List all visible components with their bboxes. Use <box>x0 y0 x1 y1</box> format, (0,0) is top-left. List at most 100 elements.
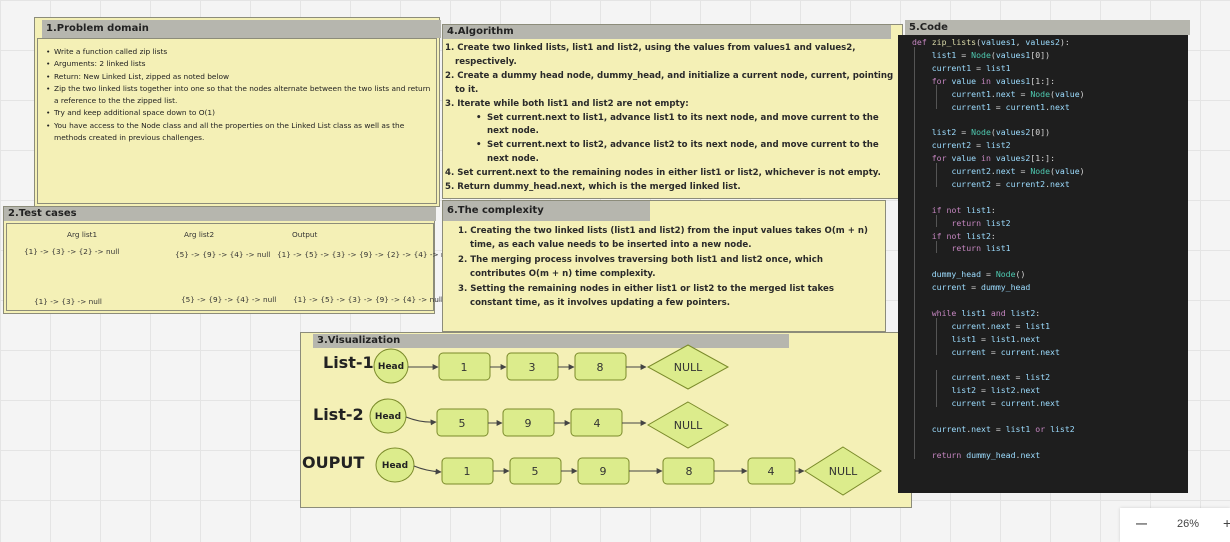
list-node-value: 5 <box>532 465 539 478</box>
code-line: list2 = Node(values2[0]) <box>931 127 1051 138</box>
test-cell: {1} -> {5} -> {3} -> {9} -> {2} -> {4} -… <box>277 250 455 259</box>
code-line: list2 = list2.next <box>951 385 1041 396</box>
null-node-label: NULL <box>674 361 703 374</box>
code-line: current1.next = Node(value) <box>951 88 1085 99</box>
complexity-title: 6.The complexity <box>443 201 650 221</box>
algorithm-title: 4.Algorithm <box>443 25 891 39</box>
code-line: if not list2: <box>931 230 996 241</box>
problem-domain-title: 1.Problem domain <box>42 20 441 38</box>
list-node-value: 8 <box>597 361 604 374</box>
indent-guide <box>936 370 937 407</box>
algorithm-step: 5. Return dummy_head.next, which is the … <box>445 182 741 193</box>
list-node-value: 1 <box>464 465 471 478</box>
edge-arrow <box>413 465 442 475</box>
code-title: 5.Code <box>905 20 1190 35</box>
visualization-frame: 3.Visualization List-1 Head 1 3 8 NULL L… <box>300 332 912 508</box>
indent-guide <box>936 241 937 253</box>
algorithm-substep: Set current.next to list1, advance list1… <box>445 112 901 140</box>
row-label-list1: List-1 <box>323 353 374 372</box>
code-line: current = current.next <box>951 398 1060 409</box>
list-node-value: 4 <box>768 465 775 478</box>
code-line: current.next = list1 <box>951 320 1051 331</box>
null-node <box>646 344 730 390</box>
indent-guide <box>936 215 937 227</box>
test-cell: {1} -> {3} -> {2} -> null <box>24 247 120 256</box>
problem-bullet: Arguments: 2 linked lists <box>44 58 436 71</box>
complexity-frame: 6.The complexity 1. Creating the two lin… <box>442 200 886 332</box>
algorithm-step: 3. Iterate while both list1 and list2 ar… <box>445 98 689 109</box>
code-line: for value in values1[1:]: <box>931 75 1056 86</box>
list-node-value: 5 <box>459 417 466 430</box>
code-line: current1 = current1.next <box>951 101 1070 112</box>
problem-bullet: Return: New Linked List, zipped as noted… <box>44 71 436 84</box>
algorithm-step: 4. Set current.next to the remaining nod… <box>445 168 881 179</box>
algorithm-step: 1. Create two linked lists, list1 and li… <box>445 43 856 67</box>
test-header-arg1: Arg list1 <box>67 230 98 239</box>
complexity-step: 3. Setting the remaining nodes in either… <box>458 283 834 309</box>
code-line: current2 = current2.next <box>951 178 1070 189</box>
null-node <box>804 446 882 496</box>
test-cases-title: 2.Test cases <box>4 207 436 221</box>
code-line: list1 = list1.next <box>951 333 1041 344</box>
code-line: if not list1: <box>931 204 996 215</box>
test-cell: {5} -> {9} -> {4} -> null <box>181 295 277 304</box>
code-line: list1 = Node(values1[0]) <box>931 49 1051 60</box>
head-node <box>369 398 407 434</box>
indent-guide <box>936 318 937 355</box>
list-node-value: 1 <box>461 361 468 374</box>
problem-domain-frame: 1.Problem domain Write a function called… <box>34 17 441 207</box>
code-line: return list1 <box>951 243 1011 254</box>
list-node-value: 4 <box>594 417 601 430</box>
indent-guide <box>936 85 937 109</box>
complexity-step: 2. The merging process involves traversi… <box>458 254 823 280</box>
zoom-control: — 26% + <box>1120 508 1230 542</box>
code-line: return dummy_head.next <box>931 449 1041 460</box>
problem-bullets: Write a function called zip lists Argume… <box>44 46 436 144</box>
head-node <box>375 447 415 483</box>
code-line: current.next = list2 <box>951 372 1051 383</box>
indent-guide <box>936 163 937 187</box>
test-cell: {1} -> {5} -> {3} -> {9} -> {4} -> null <box>293 295 443 304</box>
visualization-diagram: List-1 Head 1 3 8 NULL List-2 Head 5 9 4… <box>302 344 882 496</box>
code-line: current.next = list1 or list2 <box>931 424 1075 434</box>
head-node-label: Head <box>378 362 404 372</box>
list-node-value: 8 <box>686 465 693 478</box>
null-node-label: NULL <box>674 419 703 432</box>
zoom-level: 26% <box>1177 518 1200 530</box>
head-node-label: Head <box>382 461 408 471</box>
head-node-label: Head <box>375 412 401 422</box>
list-node-value: 9 <box>525 417 532 430</box>
test-cases-frame: 2.Test cases Arg list1 Arg list2 Output … <box>3 206 454 314</box>
code-line: dummy_head = Node() <box>931 269 1026 280</box>
test-header-arg2: Arg list2 <box>184 230 215 239</box>
indent-guide <box>914 47 915 459</box>
zoom-out-button[interactable]: — <box>1136 518 1147 530</box>
null-node <box>646 401 730 449</box>
code-line: def zip_lists(values1, values2): <box>912 37 1070 47</box>
row-label-list2: List-2 <box>313 405 364 424</box>
edge-arrow <box>405 416 437 426</box>
problem-bullet: Zip the two linked lists together into o… <box>44 83 436 108</box>
complexity-steps: 1. Creating the two linked lists (list1 … <box>458 224 878 310</box>
visualization-title: 3.Visualization <box>313 334 789 348</box>
code-line: current1 = list1 <box>931 62 1011 73</box>
code-line: current2.next = Node(value) <box>951 166 1085 176</box>
algorithm-step: 2. Create a dummy head node, dummy_head,… <box>445 70 894 95</box>
algorithm-steps: 1. Create two linked lists, list1 and li… <box>445 42 901 195</box>
code-line: current = current.next <box>951 346 1060 357</box>
code-line: current = dummy_head <box>931 282 1031 293</box>
list-node-value: 9 <box>600 465 607 478</box>
code-line: while list1 and list2: <box>931 307 1041 318</box>
zoom-in-button[interactable]: + <box>1223 515 1230 531</box>
complexity-step: 1. Creating the two linked lists (list1 … <box>458 226 868 251</box>
test-cases-table <box>6 223 434 311</box>
problem-bullet: You have access to the Node class and al… <box>44 120 436 145</box>
row-label-output: OUPUT <box>302 453 364 472</box>
null-node-label: NULL <box>829 465 858 478</box>
test-cell: {1} -> {3} -> null <box>34 297 102 306</box>
test-cell: {5} -> {9} -> {4} -> null <box>175 250 271 259</box>
problem-bullet: Try and keep additional space down to O(… <box>44 107 436 120</box>
algorithm-frame: 4.Algorithm 1. Create two linked lists, … <box>442 24 903 199</box>
list-node-value: 3 <box>529 361 536 374</box>
head-node <box>373 348 409 384</box>
